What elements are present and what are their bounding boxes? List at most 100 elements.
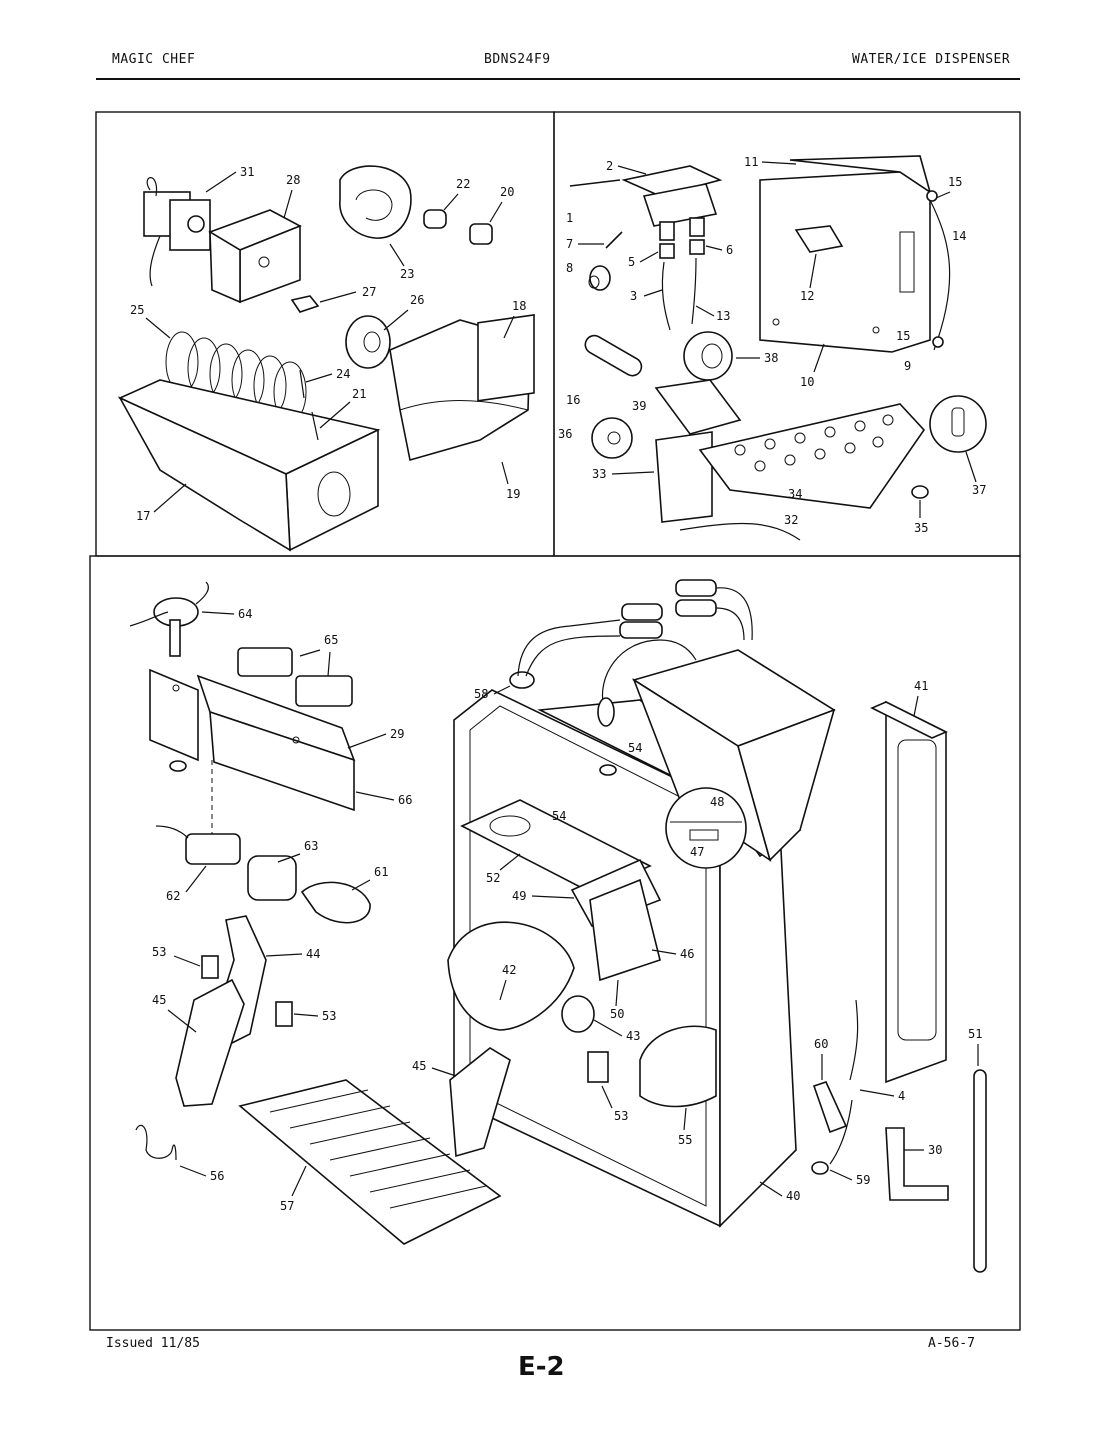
label-13: 13	[716, 309, 730, 323]
label-9: 9	[904, 359, 911, 373]
part-16-rod-icon	[584, 334, 643, 377]
part-45b-paddle-icon	[449, 1047, 511, 1158]
panel-top-left-parts	[118, 165, 535, 552]
label-62: 62	[166, 889, 180, 903]
label-1: 1	[566, 211, 573, 225]
header-section: WATER/ICE DISPENSER	[852, 52, 1011, 67]
part-3-hose-icon	[661, 261, 671, 331]
header-model: BDNS24F9	[484, 52, 551, 67]
panel-top-right-labels: 2 11 15 1 7 5 6 8 3 13 14 12 10 9 15 38 …	[558, 155, 986, 535]
label-19: 19	[506, 487, 520, 501]
part-13-hose-icon	[691, 257, 697, 325]
label-21: 21	[352, 387, 366, 401]
footer-doc-code: A-56-7	[928, 1336, 975, 1351]
label-38: 38	[764, 351, 778, 365]
label-31: 31	[240, 165, 254, 179]
label-23: 23	[400, 267, 414, 281]
part-65a-switch-icon	[237, 647, 293, 677]
label-29: 29	[390, 727, 404, 741]
part-48-47-detail-icon	[665, 787, 747, 869]
label-14: 14	[952, 229, 966, 243]
part-58-grommet-icon	[509, 619, 621, 689]
label-54a: 54	[628, 741, 642, 755]
label-12: 12	[800, 289, 814, 303]
label-63: 63	[304, 839, 318, 853]
label-26: 26	[410, 293, 424, 307]
part-46-door-icon	[589, 878, 661, 982]
label-36: 36	[558, 427, 572, 441]
part-17-ice-bin-icon	[118, 379, 381, 552]
part-10-ice-maker-housing-icon	[759, 155, 932, 353]
part-15b-clip-icon	[932, 336, 944, 348]
part-53c-bracket-icon	[587, 1051, 609, 1083]
part-28-bracket-icon	[208, 209, 302, 304]
ice-tray-icon	[654, 379, 926, 523]
label-55: 55	[678, 1133, 692, 1147]
part-2-water-valve-icon	[621, 165, 723, 241]
part-15-clip-icon	[926, 190, 938, 202]
label-43: 43	[626, 1029, 640, 1043]
part-31-switch-icon	[143, 177, 211, 287]
label-42: 42	[502, 963, 516, 977]
label-34: 34	[788, 487, 802, 501]
panel-frames	[89, 111, 1021, 1331]
label-20: 20	[500, 185, 514, 199]
panel-bottom-labels: 64 65 58 54 41 29 66 54 48 47 63 61 62 5…	[152, 607, 982, 1213]
label-24: 24	[336, 367, 350, 381]
part-35-screw-icon	[911, 485, 929, 499]
label-35: 35	[914, 521, 928, 535]
label-57: 57	[280, 1199, 294, 1213]
part-53a-bracket-icon	[201, 955, 219, 979]
part-36-gear-icon	[591, 417, 633, 459]
label-51: 51	[968, 1027, 982, 1041]
part-43-magnet-icon	[561, 995, 595, 1033]
part-55-bracket-icon	[639, 1025, 717, 1108]
part-59-clamp-icon	[811, 1161, 829, 1175]
part-4-tube-icon	[849, 999, 859, 1081]
label-15: 15	[948, 175, 962, 189]
label-40: 40	[786, 1189, 800, 1203]
label-10: 10	[800, 375, 814, 389]
label-33: 33	[592, 467, 606, 481]
label-5: 5	[628, 255, 635, 269]
part-29-bracket-icon	[149, 668, 356, 812]
part-57-grille-icon	[238, 1079, 502, 1245]
part-26-gear-icon	[345, 315, 391, 369]
part-20-cap-icon	[469, 223, 493, 245]
label-46: 46	[680, 947, 694, 961]
part-connector-a-icon	[621, 603, 663, 621]
part-54-fitting-icon	[597, 697, 615, 727]
part-27-clip-icon	[290, 295, 320, 313]
label-65: 65	[324, 633, 338, 647]
label-3: 3	[630, 289, 637, 303]
panel-top-left-labels: 31 28 22 20 23 27 26 18 25 24 21 17 19	[130, 165, 526, 523]
label-60: 60	[814, 1037, 828, 1051]
label-54b: 54	[552, 809, 566, 823]
label-15b: 15	[896, 329, 910, 343]
part-64-switch-icon	[129, 581, 209, 657]
label-32: 32	[784, 513, 798, 527]
part-56-spring-icon	[135, 1124, 177, 1161]
part-connector-c-icon	[675, 579, 717, 597]
label-41: 41	[914, 679, 928, 693]
label-64: 64	[238, 607, 252, 621]
part-60-clamp-icon	[812, 1081, 848, 1134]
part-37-clip-icon	[929, 395, 987, 453]
label-44: 44	[306, 947, 320, 961]
label-37: 37	[972, 483, 986, 497]
label-28: 28	[286, 173, 300, 187]
label-53a: 53	[152, 945, 166, 959]
label-49: 49	[512, 889, 526, 903]
part-63-cover-icon	[247, 855, 297, 901]
part-nut-icon	[169, 760, 187, 772]
label-56: 56	[210, 1169, 224, 1183]
part-34-wire-icon	[679, 522, 801, 541]
part-connector-b-icon	[619, 621, 663, 639]
part-6-fitting-icon	[689, 239, 705, 255]
panel-top-right-parts	[569, 155, 987, 541]
part-7-tube-icon	[605, 231, 623, 249]
label-53c: 53	[614, 1109, 628, 1123]
part-38-bushing-icon	[683, 331, 733, 381]
label-48: 48	[710, 795, 724, 809]
